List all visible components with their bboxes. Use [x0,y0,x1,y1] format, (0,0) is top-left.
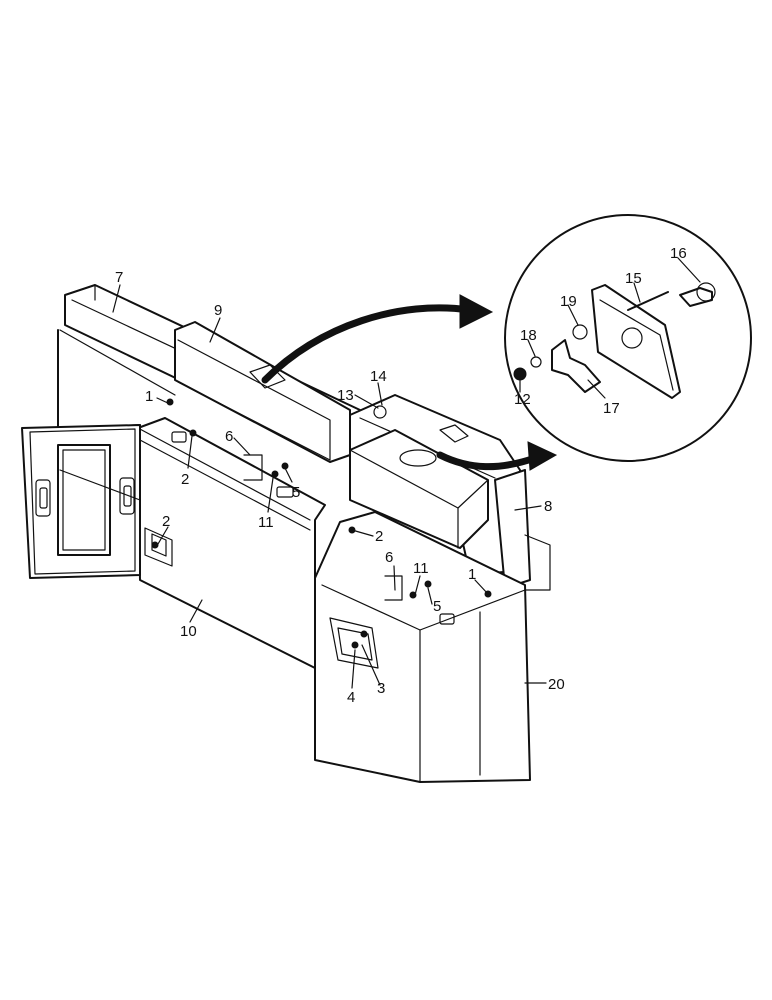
open-left-door [21,424,141,579]
callout-10: 10 [180,623,197,640]
callout-17: 17 [603,400,620,417]
upper-right-cover-box [349,429,489,549]
callout-15: 15 [625,270,642,287]
latch-detail-inset [504,214,752,462]
callout-5: 5 [292,484,300,501]
callout-2: 2 [375,528,383,545]
callout-2: 2 [162,513,170,530]
left-toolbox-body [137,417,326,669]
callout-16: 16 [670,245,687,262]
callout-11: 11 [258,514,274,531]
callout-1: 1 [468,566,476,583]
callout-5: 5 [433,598,441,615]
callout-3: 3 [377,680,385,697]
callout-2: 2 [181,471,189,488]
callout-20: 20 [548,676,565,693]
callout-14: 14 [370,368,387,385]
callout-6: 6 [225,428,233,445]
callout-arrows [261,294,558,471]
callout-9: 9 [214,302,222,319]
callout-1: 1 [145,388,153,405]
callout-4: 4 [347,689,355,706]
callout-6: 6 [385,549,393,566]
callout-13: 13 [337,387,354,404]
callout-labels: 7 9 1 2 6 5 11 2 10 13 14 8 2 6 11 1 5 4… [115,245,687,706]
leader-lines [112,257,701,689]
callout-8: 8 [544,498,552,515]
callout-12: 12 [514,391,531,408]
callout-11: 11 [413,560,429,577]
callout-7: 7 [115,269,123,286]
callout-19: 19 [560,293,577,310]
callout-18: 18 [520,327,537,344]
